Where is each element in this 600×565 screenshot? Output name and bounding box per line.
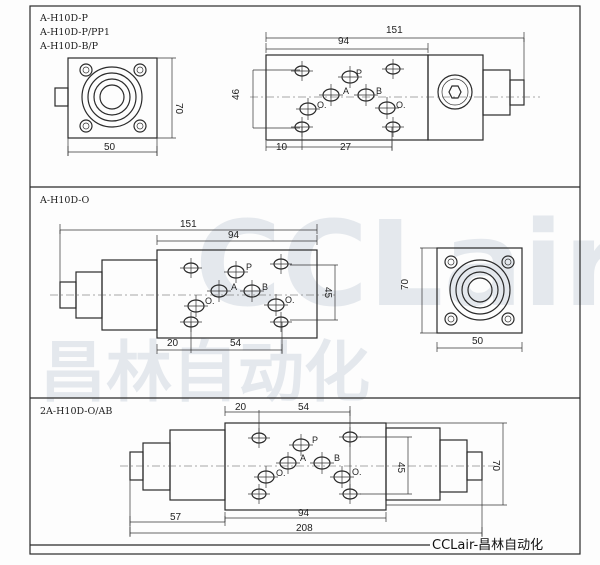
port-label-b: B: [262, 282, 268, 292]
bolt-hole: [444, 255, 458, 269]
dim-label: 10: [276, 142, 288, 153]
model-label: 2A-H10D-O/AB: [40, 406, 112, 417]
dim-label: 20: [167, 338, 179, 349]
solenoid: [142, 442, 171, 491]
port-label-p: P: [246, 262, 252, 272]
dim-label: 70: [400, 278, 411, 290]
port-label-a: A: [231, 282, 237, 292]
model-label: A-H10D-P: [39, 13, 88, 24]
manual-override: [441, 78, 469, 106]
bolt-hole: [82, 66, 90, 74]
port-label-o: O.: [285, 295, 295, 305]
coil-circle: [87, 72, 137, 122]
brand-caption: CCLair-昌林自动化: [432, 538, 543, 553]
valve-body: [224, 422, 387, 511]
port-label-b: B: [376, 86, 382, 96]
model-label: A-H10D-B/P: [39, 41, 99, 52]
watermark-latin: CCLair: [195, 195, 600, 333]
port-label-a: A: [343, 86, 349, 96]
port-label-p: P: [356, 68, 362, 78]
side-view-block: [436, 247, 523, 334]
dim-label: 54: [230, 338, 242, 349]
bolt-hole: [504, 315, 512, 323]
dim-label: 151: [386, 25, 403, 36]
solenoid-nub: [509, 79, 525, 106]
dim-label: 45: [322, 287, 333, 299]
dim-label: 54: [298, 402, 310, 413]
dim-label: 50: [472, 336, 484, 347]
side-view-block: [67, 57, 158, 139]
dim-label: 45: [395, 462, 406, 474]
coil-circle: [461, 271, 499, 309]
dim-label: 94: [338, 36, 350, 47]
bolt-hole: [501, 312, 515, 326]
dim-label: 20: [235, 402, 247, 413]
bolt-hole: [136, 66, 144, 74]
coil-circle: [449, 259, 511, 321]
bolt-hole: [447, 258, 455, 266]
port-label-o: O.: [205, 296, 215, 306]
coil-circle: [455, 265, 505, 315]
dim-label: 208: [296, 523, 313, 534]
port-label-o: O.: [276, 468, 286, 478]
port-label-o: O.: [317, 100, 327, 110]
bolt-hole: [82, 122, 90, 130]
bolt-hole: [501, 255, 515, 269]
dim-label: 151: [180, 219, 197, 230]
dim-label: 94: [228, 230, 240, 241]
manual-override: [437, 74, 473, 110]
dim-label: 94: [298, 508, 310, 519]
dim-label: 27: [340, 142, 352, 153]
dim-label: 70: [490, 460, 501, 472]
coil-circle: [93, 78, 131, 116]
model-label: A-H10D-O: [39, 195, 89, 206]
bolt-hole: [133, 119, 147, 133]
solenoid: [482, 69, 511, 116]
hex-nut: [448, 85, 462, 99]
port-label-a: A: [300, 453, 306, 463]
model-label: A-H10D-P/PP1: [39, 27, 110, 38]
port-label-o: O.: [396, 100, 406, 110]
port-label-o: O.: [352, 467, 362, 477]
bolt-hole: [79, 63, 93, 77]
coil-circle: [81, 66, 143, 128]
port-label-p: P: [312, 435, 318, 445]
bolt-hole: [444, 312, 458, 326]
dim-label: 50: [104, 142, 116, 153]
valve-views: [30, 32, 540, 546]
side-view-boss: [54, 87, 69, 107]
bolt-hole: [133, 63, 147, 77]
coil-circle: [467, 277, 493, 303]
solenoid: [385, 427, 441, 501]
port-label-b: B: [334, 453, 340, 463]
dim-label: 57: [170, 512, 182, 523]
bolt-hole: [136, 122, 144, 130]
frame: [29, 5, 581, 555]
bolt-hole: [447, 315, 455, 323]
coil-circle: [99, 84, 125, 110]
solenoid-nub: [59, 281, 77, 309]
bolt-hole: [504, 258, 512, 266]
watermark-chinese: 昌林自动化: [40, 334, 370, 411]
solenoid: [169, 429, 226, 501]
dim-label: 46: [231, 88, 242, 100]
dim-label: 70: [173, 103, 184, 115]
bolt-hole: [79, 119, 93, 133]
